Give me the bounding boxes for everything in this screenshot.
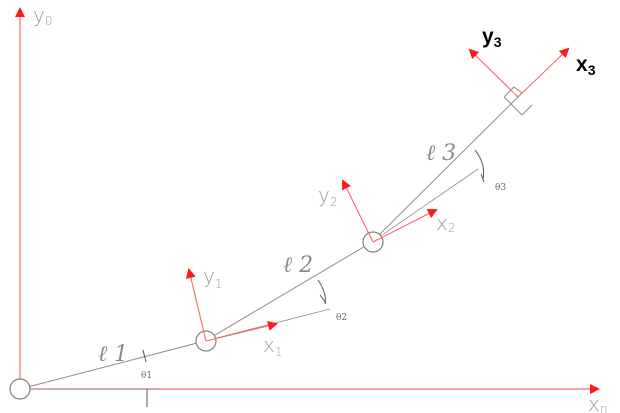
angle-arc-3 — [474, 149, 485, 180]
link-2-label: ℓ 2 — [283, 253, 313, 278]
joint-0 — [9, 378, 31, 400]
x3-label: x3 — [576, 53, 596, 78]
angle-tick-3 — [480, 173, 485, 183]
link-1-label: ℓ 1 — [98, 342, 128, 367]
xn-label: xn — [588, 392, 607, 413]
link-3-label: ℓ 3 — [426, 141, 456, 166]
x2-label: x2 — [436, 211, 455, 235]
theta-3-label: θ3 — [495, 183, 506, 193]
x1-label: x1 — [263, 333, 282, 359]
y3-label: y3 — [482, 25, 502, 50]
link-1 — [19, 340, 206, 390]
theta-1-label: θ1 — [141, 371, 152, 381]
end-effector-gripper — [503, 86, 533, 116]
angle-arc-1b — [142, 349, 147, 363]
extension-line-3 — [371, 168, 479, 243]
frame1-y-axis — [186, 268, 207, 342]
frame1-x-axis — [205, 321, 278, 342]
frame2-y-axis — [342, 179, 374, 243]
y2-label: y2 — [318, 183, 337, 209]
y1-label: y1 — [203, 264, 222, 291]
link-3 — [371, 92, 523, 243]
link-2 — [204, 241, 373, 342]
frame2-x-axis — [372, 209, 438, 243]
angle-tick-2 — [319, 294, 327, 304]
frame3-x-axis — [517, 47, 570, 98]
y0-label: y0 — [33, 3, 52, 28]
theta-2-label: θ2 — [336, 313, 347, 323]
frame3-y-axis — [468, 48, 519, 98]
